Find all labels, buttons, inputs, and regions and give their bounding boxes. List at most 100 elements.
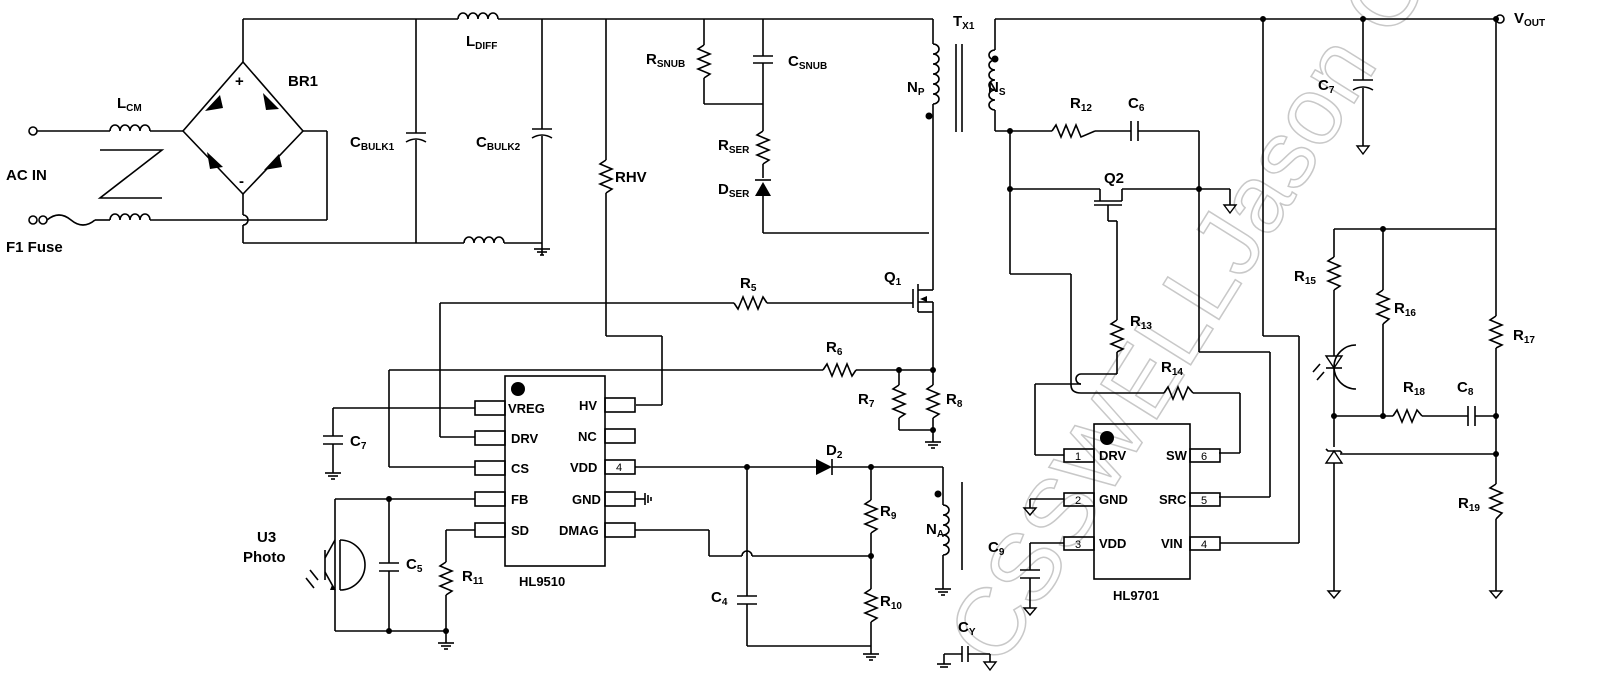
svg-text:-: - [239,173,244,190]
bridge-rectifier-br1: + - [181,19,328,243]
optocoupler-u3 [305,496,475,634]
hl9510-pin-vdd: VDD [570,460,597,475]
ac-input-section [28,124,243,226]
label-c7-primary: C7 [350,433,367,452]
cbulk2-capacitor [531,19,553,256]
label-na: NA [926,521,944,540]
label-r13: R13 [1130,313,1152,332]
ldiff-inductor [457,12,499,20]
label-r6: R6 [826,339,843,358]
label-c8: C8 [1457,379,1474,398]
hl9510-pin-fb: FB [511,492,528,507]
hl9701-pin6-number: 6 [1201,451,1207,463]
hl9510-pin-gnd: GND [572,492,601,507]
hl9510-pin4-number: 4 [616,462,622,474]
hl9510-pin-hv: HV [579,398,597,413]
label-r9: R9 [880,503,897,522]
hl9701-pin-drv: DRV [1099,448,1127,463]
label-cbulk1: CBULK1 [350,134,395,153]
hl9701-pin-gnd: GND [1099,492,1128,507]
ic-hl9701 [1020,16,1300,617]
fuse-symbol [46,214,96,226]
label-r19: R19 [1458,495,1480,514]
label-ac-in: AC IN [6,167,47,184]
hl9510-part-name: HL9510 [519,574,565,589]
hl9510-pin-sd: SD [511,523,529,538]
hl9701-pin5-number: 5 [1201,495,1207,507]
feedback-network [1312,226,1496,600]
hl9510-pin-dmag: DMAG [559,523,599,538]
lcm-inductor-top [109,124,151,132]
label-rhv: RHV [615,169,647,186]
hl9701-pin2-number: 2 [1075,495,1081,507]
label-csnub: CSNUB [788,53,827,72]
hl9701-pin1-number: 1 [1075,451,1081,463]
hl9510-pin-vreg: VREG [508,401,545,416]
label-r10: R10 [880,593,902,612]
hl9510-pin-nc: NC [578,429,597,444]
label-r12: R12 [1070,95,1092,114]
hl9701-pin-vin: VIN [1161,536,1183,551]
rhv-resistor [597,19,663,406]
hl9510-gnd-symbol [635,493,652,505]
label-c6: C6 [1128,95,1145,114]
label-ldiff: LDIFF [466,33,497,52]
cy-capacitor [937,646,998,672]
c7-vreg-capacitor [323,407,475,480]
label-vout: VOUT [1514,10,1545,29]
label-np: NP [907,79,925,98]
hl9510-pin-drv: DRV [511,431,539,446]
r11-resistor [437,529,475,650]
bottom-inductor [463,236,505,244]
label-dser: DSER [718,181,750,200]
label-r11: R11 [462,568,484,587]
label-r17: R17 [1513,327,1535,346]
label-c7-output: C7 [1318,77,1335,96]
hl9701-pin-vdd: VDD [1099,536,1126,551]
secondary-sync-rect [995,121,1271,498]
hl9510-pin-cs: CS [511,461,529,476]
label-r14: R14 [1161,359,1183,378]
label-r7: R7 [858,391,875,410]
ic-hl9510 [474,375,636,567]
label-q1: Q1 [884,269,902,288]
aux-winding-section [635,459,963,661]
label-r15: R15 [1294,268,1316,287]
label-d2: D2 [826,442,843,461]
c7-output-capacitor [1352,16,1374,156]
cbulk1-capacitor [405,19,427,243]
watermark-text: CSSWELLJason Chen [927,0,1532,681]
common-mode-coupling [97,149,165,199]
current-sense-network [388,361,942,468]
label-c4: C4 [711,589,728,608]
hl9701-part-name: HL9701 [1113,588,1159,603]
label-r8: R8 [946,391,963,410]
hl9701-pin-sw: SW [1166,448,1188,463]
label-cy: CY [958,619,976,638]
label-r18: R18 [1403,379,1425,398]
label-q2: Q2 [1104,170,1124,187]
vout-terminal [1487,14,1505,600]
svg-text:+: + [235,73,244,90]
snubber-network [695,19,929,234]
label-rser: RSER [718,137,750,156]
label-lcm: LCM [117,95,142,114]
label-ns: NS [988,79,1006,98]
label-c5: C5 [406,556,423,575]
label-br1: BR1 [288,73,318,90]
label-rsnub: RSNUB [646,51,685,70]
label-u3-line2: Photo [243,549,286,566]
label-r5: R5 [740,275,757,294]
lcm-inductor-bottom [109,213,151,221]
label-u3-line1: U3 [257,529,276,546]
hl9701-pin4-number: 4 [1201,539,1207,551]
label-fuse: F1 Fuse [6,239,63,256]
transformer-tx1 [925,18,1496,290]
hl9701-pin3-number: 3 [1075,539,1081,551]
label-r16: R16 [1394,300,1416,319]
label-tx1: TX1 [953,13,975,32]
label-cbulk2: CBULK2 [476,134,521,153]
hl9701-pin-src: SRC [1159,492,1187,507]
